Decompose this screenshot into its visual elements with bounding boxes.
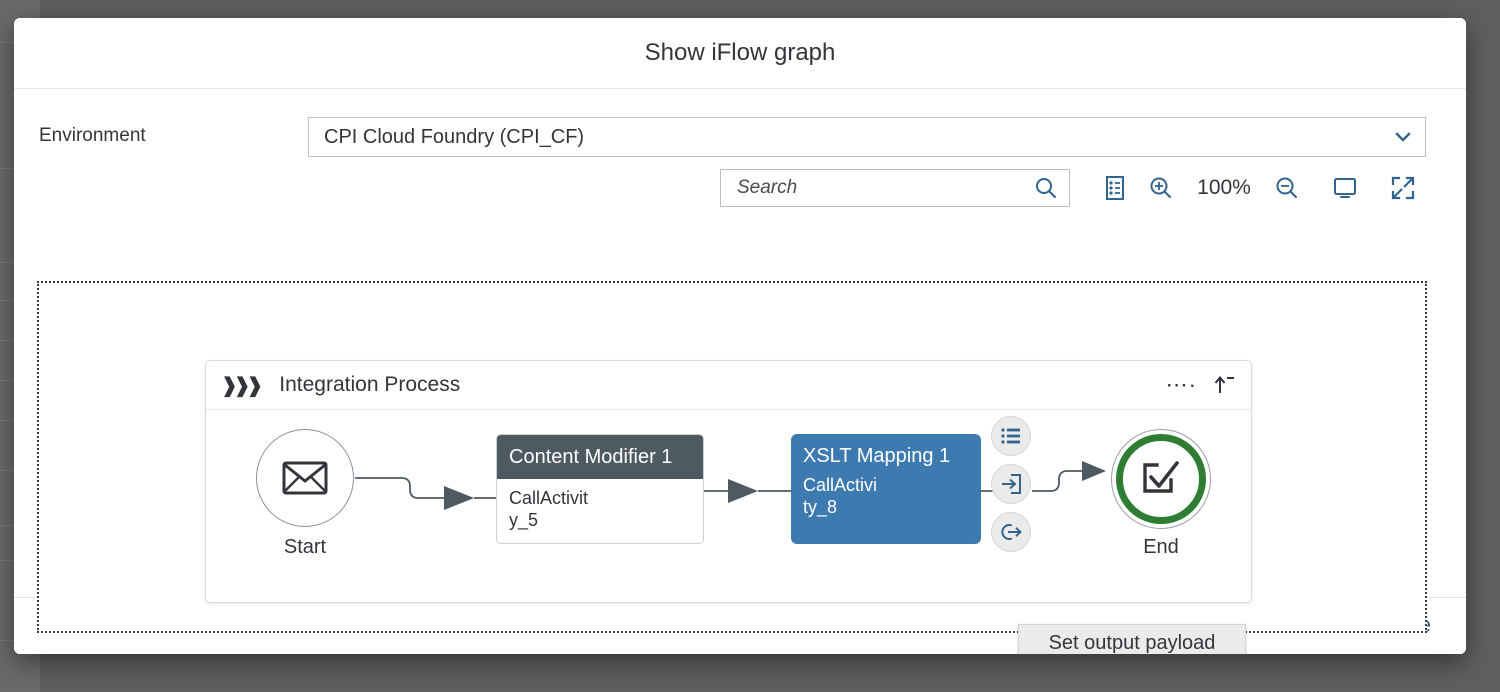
node-start-label: Start	[283, 536, 327, 558]
set-output-payload-button[interactable]	[991, 512, 1031, 552]
node-cm-sub-line1: CallActivi	[509, 488, 584, 508]
graph-toolbar: 100%	[720, 167, 1426, 209]
set-input-payload-button[interactable]	[991, 464, 1031, 504]
envelope-icon	[282, 461, 328, 495]
sign-out-arrow-icon	[1001, 524, 1022, 540]
dialog-header: Show iFlow graph	[14, 18, 1466, 89]
search-box[interactable]	[720, 169, 1070, 207]
node-start[interactable]	[256, 429, 354, 527]
integration-process-title: Integration Process	[279, 373, 461, 396]
show-properties-button[interactable]	[991, 416, 1031, 456]
environment-label: Environment	[39, 125, 146, 146]
list-icon	[1001, 428, 1020, 444]
arrow-up-minimize-icon[interactable]	[1211, 373, 1237, 397]
checkbox-check-icon	[1143, 461, 1179, 493]
iflow-graph-dialog: Show iFlow graph Environment CPI Cloud F…	[14, 18, 1466, 654]
legend-list-icon[interactable]	[1092, 168, 1138, 208]
environment-select[interactable]: CPI Cloud Foundry (CPI_CF)	[308, 117, 1426, 157]
chevron-down-icon	[1381, 127, 1425, 147]
node-cm-sub-line2: ty_5	[509, 488, 589, 530]
graph-connectors-layer: Start Content Modifier 1 CallActivity_5 …	[206, 361, 1253, 604]
node-xslt-mapping-1[interactable]: XSLT Mapping 1 CallActivity_8	[791, 434, 981, 544]
zoom-level-label: 100%	[1197, 176, 1251, 199]
node-content-modifier-1-title: Content Modifier 1	[497, 435, 703, 479]
sign-in-arrow-icon	[1002, 474, 1021, 494]
node-xslt-mapping-1-subtitle: CallActivity_8	[791, 468, 891, 518]
triple-chevron-icon: ❱❱❱	[221, 374, 263, 397]
integration-process-header: ❱❱❱ Integration Process ⋯·	[206, 361, 1251, 410]
node-content-modifier-1-subtitle: CallActivity_5	[497, 479, 607, 531]
search-icon[interactable]	[1033, 175, 1059, 201]
integration-process-pool: ❱❱❱ Integration Process ⋯·	[205, 360, 1252, 603]
expand-fullscreen-icon[interactable]	[1380, 168, 1426, 208]
node-end-label: End	[1143, 536, 1179, 558]
node-end[interactable]	[1111, 429, 1211, 529]
zoom-in-icon[interactable]	[1138, 168, 1184, 208]
node-xslt-sub-line1: CallActi	[803, 475, 865, 495]
zoom-out-icon[interactable]	[1264, 168, 1310, 208]
node-end-green-ring	[1116, 434, 1206, 524]
dialog-body: Environment CPI Cloud Foundry (CPI_CF)	[14, 89, 1466, 654]
environment-select-value: CPI Cloud Foundry (CPI_CF)	[324, 125, 585, 148]
node-xslt-mapping-1-title: XSLT Mapping 1	[803, 445, 951, 467]
node-end-outer-circle	[1111, 429, 1211, 529]
node-content-modifier-1[interactable]: Content Modifier 1 CallActivity_5	[496, 434, 704, 544]
graph-canvas[interactable]: ❱❱❱ Integration Process ⋯·	[37, 281, 1427, 654]
tooltip-set-output-payload: Set output payload	[1018, 624, 1246, 654]
dialog-title: Show iFlow graph	[644, 39, 836, 66]
search-input[interactable]	[735, 176, 1033, 200]
environment-row: Environment CPI Cloud Foundry (CPI_CF)	[14, 117, 1466, 157]
integration-process-actions: ⋯·	[1166, 361, 1237, 409]
monitor-icon[interactable]	[1322, 168, 1368, 208]
node-xslt-sub-line2: vity_8	[803, 475, 878, 517]
